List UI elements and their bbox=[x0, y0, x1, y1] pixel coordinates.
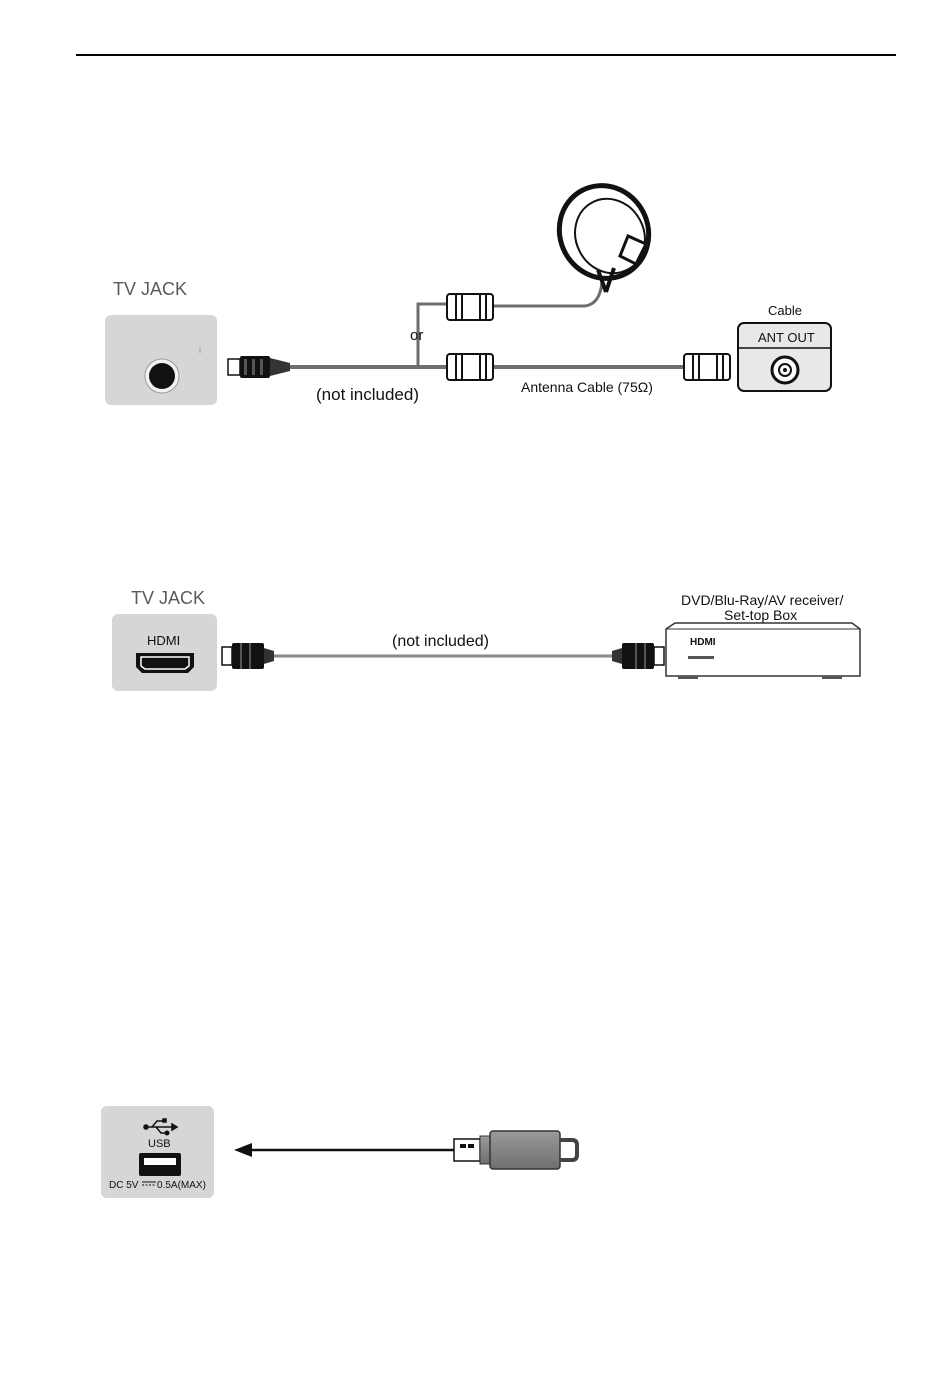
device-label-line1: DVD/Blu-Ray/AV receiver/ bbox=[681, 592, 843, 608]
hdmi-port-label: HDMI bbox=[147, 633, 180, 648]
hdmi-diagram: TV JACK HDMI (not included) DVD/Blu-Ray/… bbox=[112, 588, 860, 691]
f-connector-middle-icon bbox=[447, 354, 493, 380]
tv-jack-label: TV JACK bbox=[131, 588, 205, 608]
usb-diagram: USB DC 5V 0.5A(MAX) bbox=[101, 1106, 577, 1198]
ant-out-label: ANT OUT bbox=[758, 330, 815, 345]
device-hdmi-label: HDMI bbox=[690, 637, 716, 648]
tv-jack-panel bbox=[112, 614, 217, 691]
device-label-line2: Set-top Box bbox=[724, 607, 797, 623]
hdmi-port-icon bbox=[136, 653, 194, 673]
set-top-box-icon: HDMI bbox=[666, 623, 860, 679]
satellite-dish-icon bbox=[543, 170, 665, 294]
insert-arrow bbox=[234, 1143, 456, 1157]
antenna-cable-label: Antenna Cable (75Ω) bbox=[521, 379, 653, 395]
hdmi-plug-right-icon bbox=[612, 643, 664, 669]
tv-jack-label: TV JACK bbox=[113, 279, 187, 299]
power-rating-left: DC 5V bbox=[109, 1180, 139, 1191]
ant-out-box: ANT OUT bbox=[738, 323, 831, 391]
power-rating-right: 0.5A(MAX) bbox=[157, 1180, 206, 1191]
not-included-label: (not included) bbox=[392, 633, 489, 650]
cable-label: Cable bbox=[768, 303, 802, 318]
usb-label: USB bbox=[148, 1138, 171, 1150]
f-connector-right-icon bbox=[684, 354, 730, 380]
rf-plug-icon bbox=[228, 356, 290, 378]
not-included-label: (not included) bbox=[316, 385, 419, 404]
usb-flash-drive-icon bbox=[454, 1131, 577, 1169]
usb-port-icon bbox=[139, 1153, 181, 1176]
hdmi-plug-left-icon bbox=[222, 643, 274, 669]
or-label: or bbox=[410, 327, 423, 344]
dish-feed-cable bbox=[494, 282, 602, 306]
antenna-diagram: TV JACK bbox=[105, 170, 831, 405]
f-connector-top-icon bbox=[447, 294, 493, 320]
